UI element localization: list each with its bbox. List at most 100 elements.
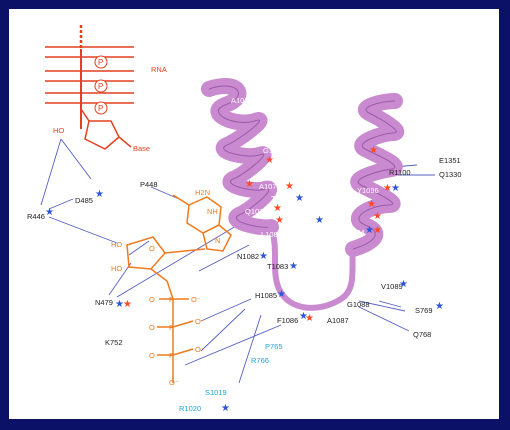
link-n479-ho [108,262,132,296]
star-red-y1096: ★ [383,183,392,194]
phosphate-p-label-3: P [169,351,174,360]
residue-a1087: A1087 [327,316,349,325]
o-label-p3-left: O [149,351,155,360]
rna-sugar-ring [84,120,120,150]
residue-a1068: A1068 [231,96,253,105]
phosphate-p-2: P [98,82,103,91]
residue-s1019: S1019 [205,388,227,397]
base-ring-five [202,224,232,252]
star-blue-h1085: ★ [277,289,286,300]
o-label-p1-left: O [149,295,155,304]
ribose-to-phosphate [166,280,174,300]
star-blue-t1083: ★ [289,261,298,272]
link-r446-ho [40,138,62,206]
phosphate-circle-3 [94,101,108,115]
star-blue-v1089: ★ [399,279,408,290]
rna-ho-label: HO [53,126,64,135]
link-n479-base [128,240,150,256]
residue-p448: P448 [140,180,158,189]
residue-l1081: L1081 [261,230,282,239]
base-amine-bond [172,194,190,206]
phosphate-p-1: P [98,58,103,67]
o-minus-p1: O⁻ [191,295,201,304]
residue-a1076: A1076 [259,182,281,191]
stars: ★ ★ ★ ★ ★ ★ ★ ★ ★ ★ ★ ★ ★ ★ ★ ★ ★ ★ ★ ★ [45,145,444,414]
star-blue-s769: ★ [435,301,444,312]
h2n-label: H2N [195,188,210,197]
star-red-n479: ★ [123,299,132,310]
left-helix-edge [208,85,272,228]
interaction-lines [40,138,435,384]
rna-base-label: Base [133,144,150,153]
ribose-ring [126,236,166,270]
star-blue-d485: ★ [95,189,104,200]
residue-q768: Q768 [413,330,431,339]
residue-g1073: G1073 [263,146,286,155]
link-r446-d485 [48,198,74,210]
residue-e1351: E1351 [439,156,461,165]
star-blue-n1082: ★ [259,251,268,262]
phosphate-circle-1 [94,55,108,69]
residue-f1086: F1086 [277,316,298,325]
link-p765 [184,324,282,366]
residue-labels: D485 R446 P448 N479 K752 P765 R766 S1019… [27,96,462,413]
star-red-f1086: ★ [305,313,314,324]
residue-r766: R766 [251,356,269,365]
nh-label: NH [207,207,218,216]
rna-base-link [118,136,132,148]
residue-i1072: I1072 [257,132,276,141]
star-blue-y1096: ★ [391,183,400,194]
diagram-panel: P P P RNA HO Base [9,9,499,419]
ribose-o-label: O [149,244,155,253]
residue-t1083: T1083 [267,262,288,271]
residue-y1096: Y1096 [357,186,379,195]
ho-label-2: HO [111,264,122,273]
o-minus-p2: O⁻ [195,317,205,326]
phosphate-p-3: P [98,104,103,113]
residue-s769: S769 [415,306,433,315]
residue-v1094: V1094 [343,228,365,237]
protein-ribbon [201,78,404,311]
star-blue-r1020: ★ [221,403,230,414]
residue-t1080: T1080 [291,219,312,228]
star-red-helix-3: ★ [373,211,382,222]
ribose-base-bond [164,248,206,254]
ribose-tail [150,268,168,282]
link-n1082 [198,244,250,272]
binding-diagram: P P P RNA HO Base [27,25,462,414]
residue-r1020: R1020 [179,404,201,413]
rna-label: RNA [151,65,167,74]
star-red-t1080: ★ [275,215,284,226]
residue-h1085: H1085 [255,291,277,300]
link-s1019 [238,314,262,384]
rna-strand: P P P RNA HO Base [45,25,167,153]
star-red-helix-2: ★ [367,199,376,210]
star-blue-t1077: ★ [295,193,304,204]
star-blue-n479: ★ [115,299,124,310]
star-red-helix-4: ★ [265,155,274,166]
phosphate-p-label-2: P [169,323,174,332]
phosphate-circle-2 [94,79,108,93]
residue-k752: K752 [105,338,123,347]
residue-t1077: T1077 [271,194,292,203]
o-label-p2-left: O [149,323,155,332]
o-minus-terminal: O⁻ [169,378,179,387]
ribbon-loop [268,224,356,311]
link-p448-h2n [150,186,180,200]
residue-n479: N479 [95,298,113,307]
star-blue-t1080: ★ [315,215,324,226]
residue-q1330: Q1330 [439,170,462,179]
residue-d485: D485 [75,196,93,205]
rna-sugar-link [80,108,90,122]
star-red-a1076: ★ [245,179,254,190]
link-r766 [200,308,246,352]
residue-n1082: N1082 [237,252,259,261]
p3-o-right [172,348,194,356]
n-label: N [215,236,220,245]
star-blue-f1086: ★ [299,311,308,322]
phosphate-p-label-1: P [169,295,174,304]
link-h1085-o [200,298,252,322]
ho-label-1: HO [111,240,122,249]
link-v1089 [378,300,402,308]
link-d485-ho [60,138,92,180]
